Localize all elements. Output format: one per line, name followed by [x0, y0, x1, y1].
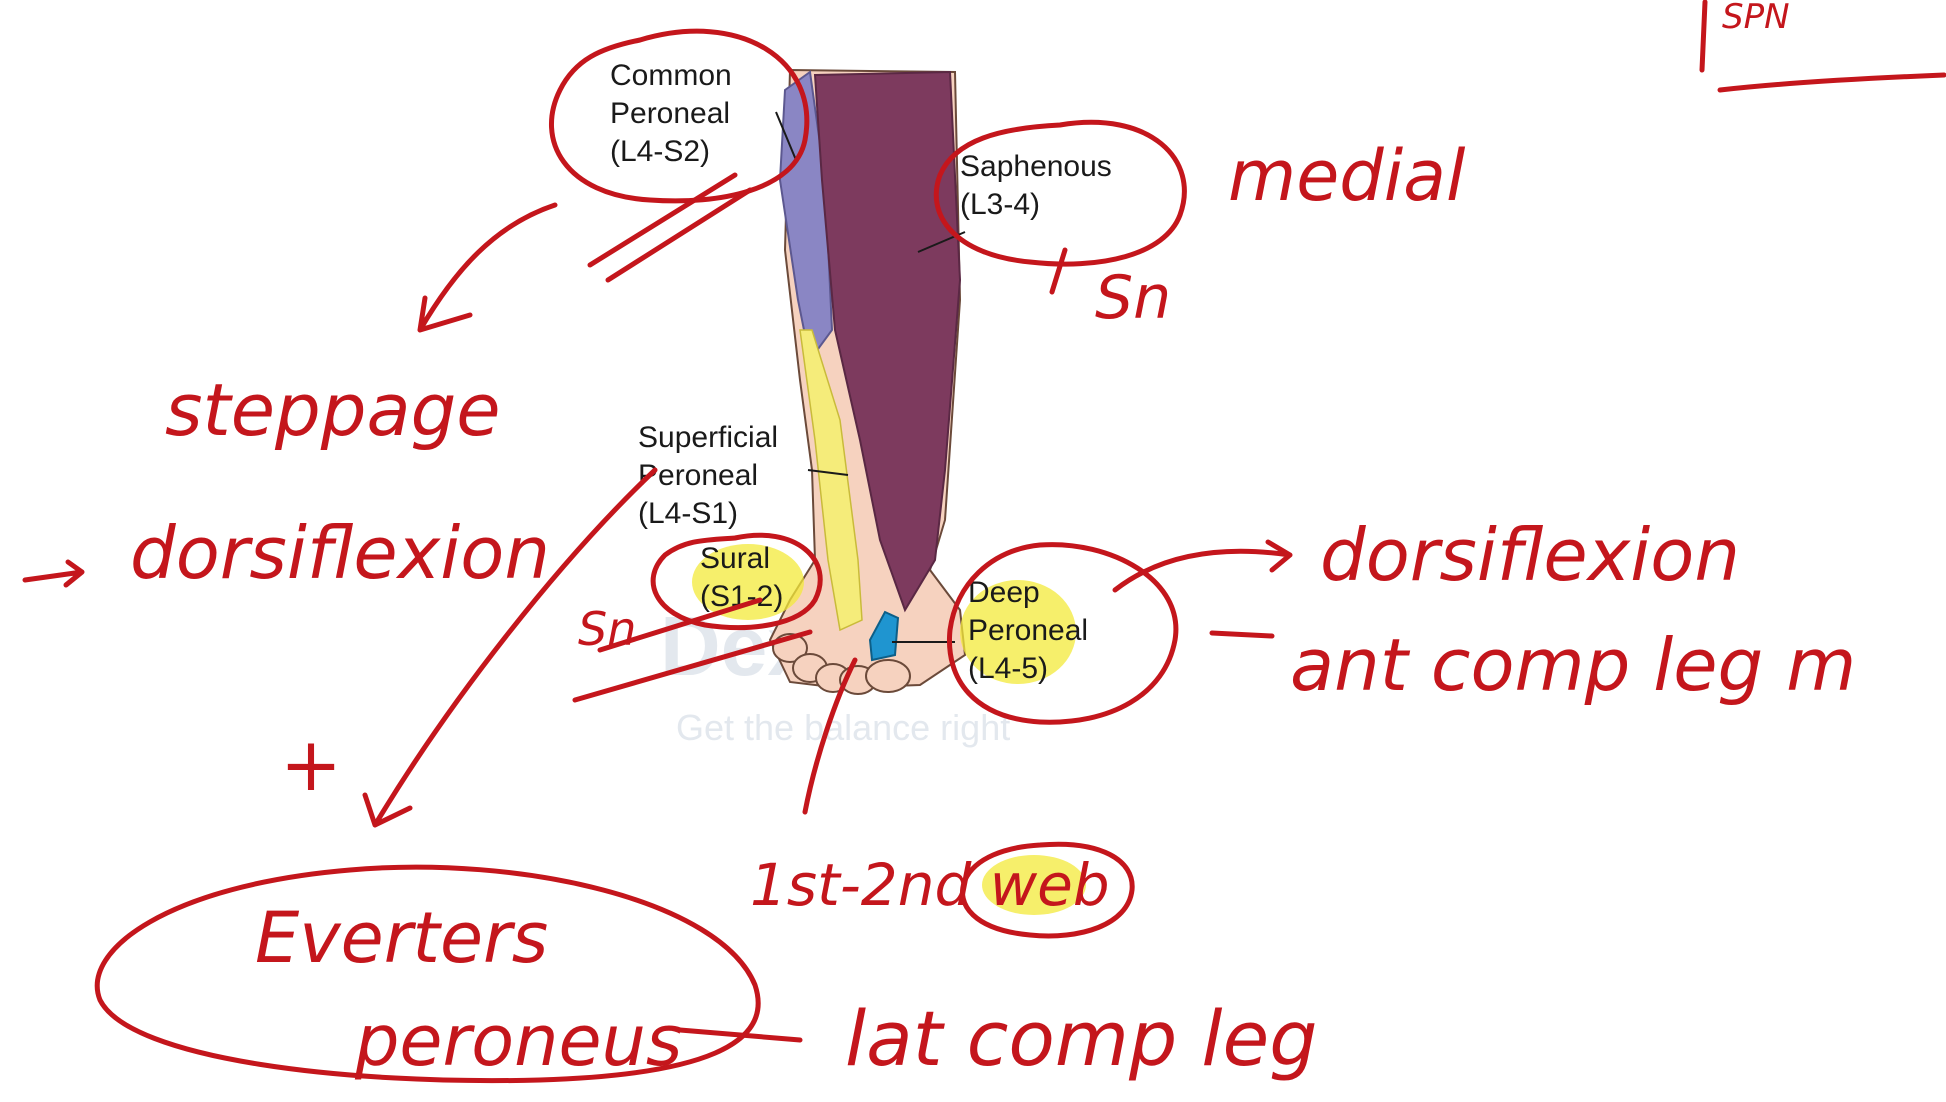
label-deep-peroneal-line-3: (L4-5) — [968, 652, 1048, 685]
annotation-lat-comp: lat comp leg — [845, 994, 1317, 1083]
annotation-everters: Everters — [255, 897, 548, 979]
leg-illustration — [770, 70, 965, 694]
arrow-to-dorsiflexion-right — [1115, 542, 1290, 590]
annotation-steppage: steppage — [165, 368, 501, 452]
label-saphenous-line-1: Saphenous — [960, 150, 1112, 183]
watermark-tagline: Get the balance right — [676, 707, 1010, 748]
annotation-plus: + — [280, 722, 342, 808]
annotation-saphenous-abbr: Sn — [1095, 263, 1171, 333]
arrow-to-steppage — [420, 205, 555, 330]
dash-deep-peroneal — [1212, 633, 1272, 636]
double-stroke-common-peroneal — [590, 175, 750, 280]
label-sural-line-1: Sural — [700, 542, 770, 575]
label-deep-peroneal-line-1: Deep — [968, 576, 1040, 609]
label-superficial-peroneal-line-1: Superficial — [638, 421, 778, 454]
label-deep-peroneal-line-2: Peroneal — [968, 614, 1088, 647]
label-superficial-peroneal-line-3: (L4-S1) — [638, 497, 738, 530]
annotation-web: 1st-2nd web — [750, 851, 1110, 919]
annotation-ant-comp: ant comp leg m — [1290, 623, 1856, 707]
left-arrow-dorsiflexion — [25, 562, 82, 585]
tick-saphenous — [1052, 250, 1065, 292]
annotation-dorsiflexion-left: dorsiflexion — [130, 511, 550, 595]
label-common-peroneal-line-1: Common — [610, 59, 732, 92]
annotation-sural-abbr: Sn — [578, 602, 636, 656]
label-saphenous-line-2: (L3-4) — [960, 188, 1040, 221]
label-common-peroneal-line-3: (L4-S2) — [610, 135, 710, 168]
annotation-spn: SPN — [1722, 0, 1790, 37]
annotation-dorsiflexion-right: dorsiflexion — [1320, 513, 1740, 597]
label-superficial-peroneal-line-2: Peroneal — [638, 459, 758, 492]
label-common-peroneal-line-2: Peroneal — [610, 97, 730, 130]
annotation-medial: medial — [1228, 135, 1466, 217]
annotation-peroneus: peroneus — [354, 1000, 682, 1082]
